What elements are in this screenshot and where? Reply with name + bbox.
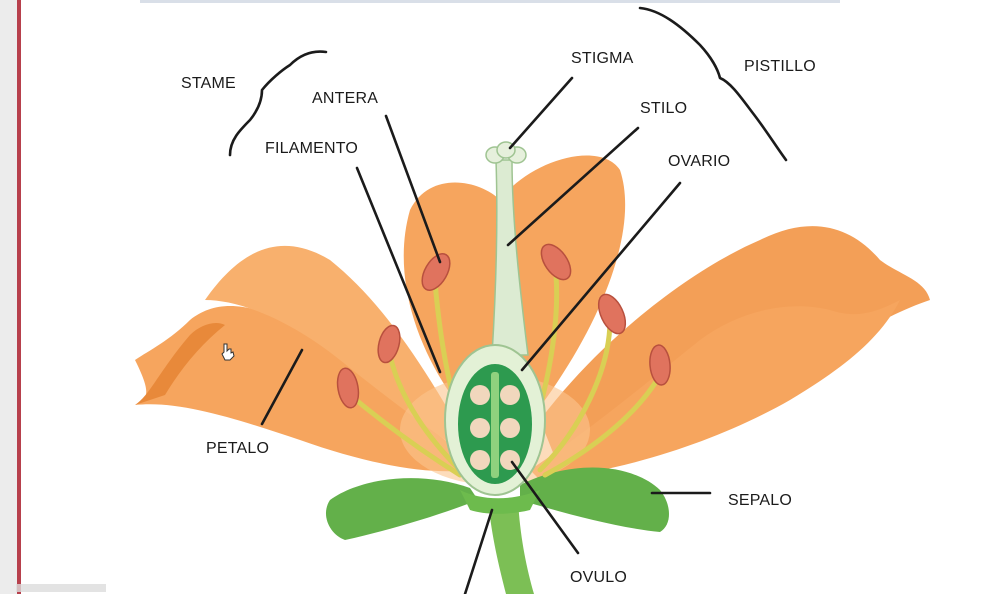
label-petalo: PETALO xyxy=(206,440,269,457)
leader-filamento xyxy=(355,166,442,374)
petal-left xyxy=(135,306,470,472)
label-stigma: STIGMA xyxy=(571,50,634,67)
sepal-left xyxy=(325,478,478,540)
ovules xyxy=(470,385,520,470)
petal-left-upper xyxy=(205,245,460,450)
top-edge-strip xyxy=(140,0,840,3)
window-left-edge xyxy=(0,0,17,594)
label-stame: STAME xyxy=(181,75,236,92)
label-pistillo: PISTILLO xyxy=(744,58,816,75)
window-left-accent xyxy=(17,0,21,594)
style xyxy=(491,159,529,356)
stame-brace xyxy=(228,50,328,157)
label-ovulo: OVULO xyxy=(570,569,627,586)
stem xyxy=(488,500,534,594)
label-stilo: STILO xyxy=(640,100,687,117)
receptacle xyxy=(460,490,540,514)
hand-cursor-icon xyxy=(221,343,235,361)
pistillo-brace xyxy=(638,6,788,162)
leader-antera xyxy=(384,114,442,264)
recording-watermark xyxy=(16,584,106,592)
leader-ovario xyxy=(520,181,682,372)
leader-lines xyxy=(260,76,712,594)
leader-stilo xyxy=(506,126,640,247)
leader-petalo xyxy=(260,348,304,426)
ovary-septum xyxy=(491,372,499,478)
label-antera: ANTERA xyxy=(312,90,378,107)
anthers xyxy=(336,243,671,409)
leader-stem xyxy=(463,508,494,594)
filaments xyxy=(347,272,663,478)
leader-ovulo xyxy=(510,460,580,555)
label-ovario: OVARIO xyxy=(668,153,730,170)
stigma xyxy=(485,141,527,164)
label-sepalo: SEPALO xyxy=(728,492,792,509)
petal-left-fold xyxy=(135,323,225,405)
petal-right-front xyxy=(530,300,900,480)
leader-stigma xyxy=(508,76,574,150)
label-filamento: FILAMENTO xyxy=(265,140,358,157)
sepal-right xyxy=(520,467,669,532)
